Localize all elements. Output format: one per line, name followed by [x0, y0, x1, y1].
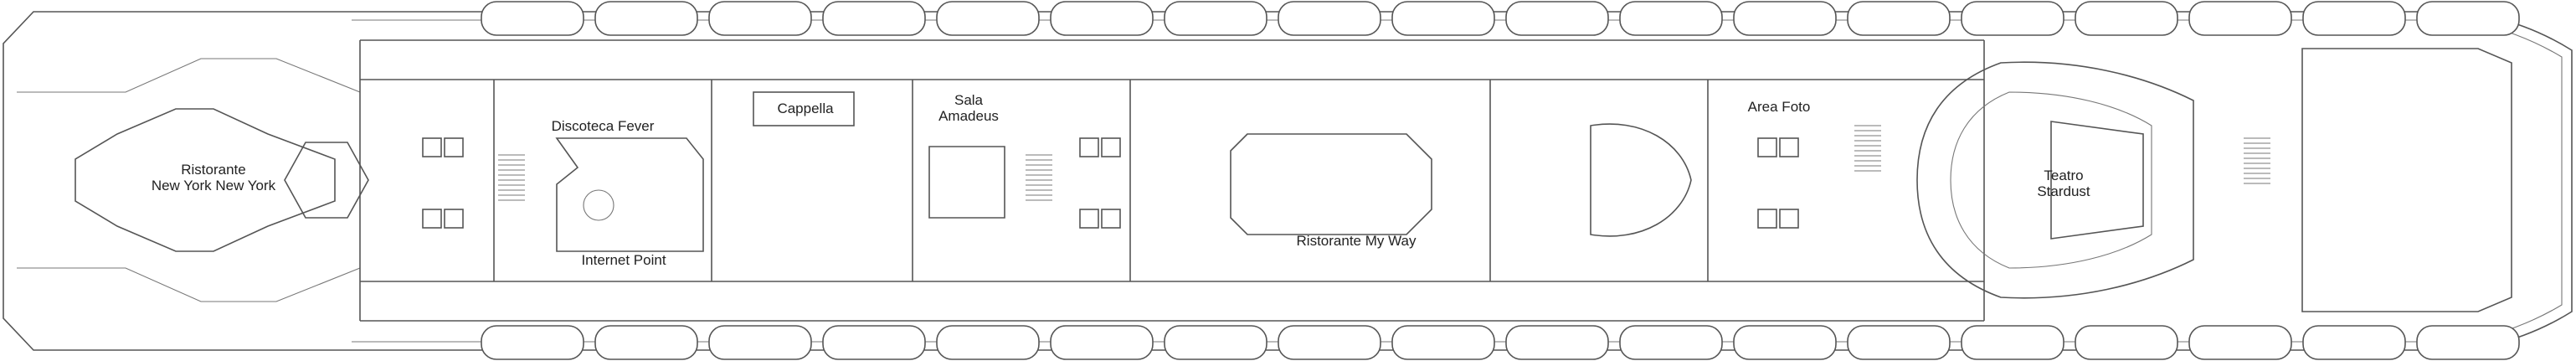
elevator	[1101, 209, 1121, 229]
lifeboat-port	[594, 1, 698, 36]
lifeboat-starboard	[1391, 325, 1495, 360]
lifeboat-port	[2302, 1, 2406, 36]
lifeboat-starboard	[822, 325, 926, 360]
elevator	[1779, 137, 1799, 157]
lifeboat-starboard	[1733, 325, 1837, 360]
lifeboat-starboard	[2416, 325, 2520, 360]
elevator	[422, 209, 442, 229]
elevator-banks	[422, 137, 1799, 229]
lifeboat-starboard	[2188, 325, 2292, 360]
lifeboat-port	[1733, 1, 1837, 36]
lifeboat-port	[1391, 1, 1495, 36]
lifeboat-starboard	[1847, 325, 1951, 360]
lifeboat-starboard	[1619, 325, 1723, 360]
lifeboat-starboard	[2302, 325, 2406, 360]
lifeboat-starboard	[708, 325, 812, 360]
lifeboat-port	[936, 1, 1040, 36]
aft-lounge-outline	[75, 108, 336, 252]
lifeboat-port	[1164, 1, 1267, 36]
stairways	[498, 125, 2270, 201]
aft-wing-left	[17, 58, 361, 93]
lifeboat-port	[708, 1, 812, 36]
label-discoteca-fever: Discoteca Fever	[551, 118, 655, 134]
disco-dancefloor	[583, 189, 614, 221]
lifeboat-starboard	[594, 325, 698, 360]
disco-room	[555, 137, 704, 252]
lifeboats	[481, 1, 2520, 360]
bow-room	[2301, 48, 2512, 312]
elevator	[1757, 209, 1777, 229]
lifeboat-port	[1050, 1, 1154, 36]
lifeboat-starboard	[1164, 325, 1267, 360]
theatre-inner	[1950, 91, 2152, 269]
lifeboat-port	[2188, 1, 2292, 36]
theatre-stage	[2050, 121, 2144, 240]
lifeboat-port	[1278, 1, 1381, 36]
aft-wing-right	[17, 267, 361, 302]
lifeboat-port	[481, 1, 584, 36]
amadeus-room	[928, 146, 1005, 219]
elevator	[1757, 137, 1777, 157]
label-area-foto: Area Foto	[1747, 99, 1811, 115]
lifeboat-starboard	[1050, 325, 1154, 360]
lifeboat-starboard	[1278, 325, 1381, 360]
lifeboat-starboard	[1961, 325, 2064, 360]
lifeboat-port	[1847, 1, 1951, 36]
elevator	[1079, 137, 1099, 157]
label-ristorante-new-york: Ristorante New York New York	[151, 162, 276, 193]
lifeboat-starboard	[1505, 325, 1609, 360]
lifeboat-port	[1505, 1, 1609, 36]
lifeboat-port	[822, 1, 926, 36]
label-teatro-stardust: Teatro Stardust	[2037, 168, 2090, 199]
elevator	[444, 209, 464, 229]
atrium	[1590, 123, 1692, 237]
label-sala-amadeus: Sala Amadeus	[938, 92, 999, 124]
elevator	[1079, 209, 1099, 229]
lifeboat-starboard	[936, 325, 1040, 360]
lifeboat-port	[2075, 1, 2178, 36]
aft-bar	[284, 142, 369, 219]
label-ristorante-my-way: Ristorante My Way	[1296, 233, 1417, 249]
myway-restaurant	[1230, 133, 1432, 235]
elevator	[422, 137, 442, 157]
lifeboat-starboard	[2075, 325, 2178, 360]
lifeboat-port	[1619, 1, 1723, 36]
elevator	[1779, 209, 1799, 229]
cappella-room	[753, 91, 855, 126]
label-cappella: Cappella	[777, 101, 834, 116]
elevator	[444, 137, 464, 157]
inner-hull-line	[352, 19, 2563, 343]
lifeboat-port	[1961, 1, 2064, 36]
hull-outline	[3, 11, 2573, 351]
label-internet-point: Internet Point	[581, 252, 666, 268]
elevator	[1101, 137, 1121, 157]
theatre-outer	[1916, 61, 2194, 299]
lifeboat-port	[2416, 1, 2520, 36]
lifeboat-starboard	[481, 325, 584, 360]
